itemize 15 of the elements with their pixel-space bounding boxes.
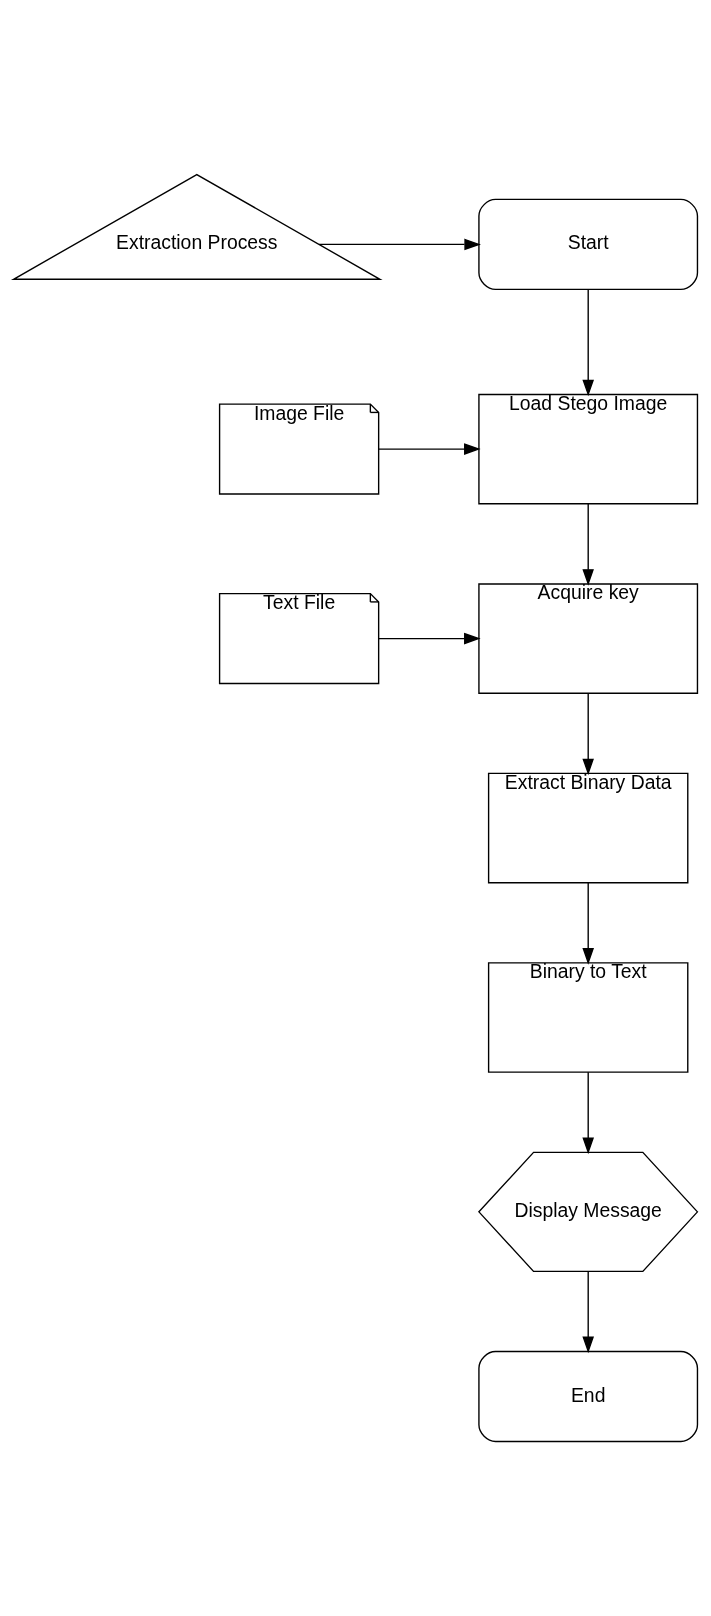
node-box: Load Stego Image xyxy=(478,393,699,505)
arrow xyxy=(582,288,594,397)
node-box: End xyxy=(478,1350,699,1443)
arrow xyxy=(582,503,594,586)
arrow xyxy=(582,882,594,965)
node-box: Extract Binary Data xyxy=(487,772,689,884)
node-box: Start xyxy=(478,198,699,290)
arrow xyxy=(378,443,481,455)
arrow xyxy=(378,632,481,645)
arrow xyxy=(582,1271,594,1354)
arrow xyxy=(582,692,594,776)
node-box: Acquire key xyxy=(478,583,699,694)
arrow xyxy=(318,238,481,251)
arrow xyxy=(582,1071,594,1155)
node-box: Binary to Text xyxy=(487,962,689,1073)
